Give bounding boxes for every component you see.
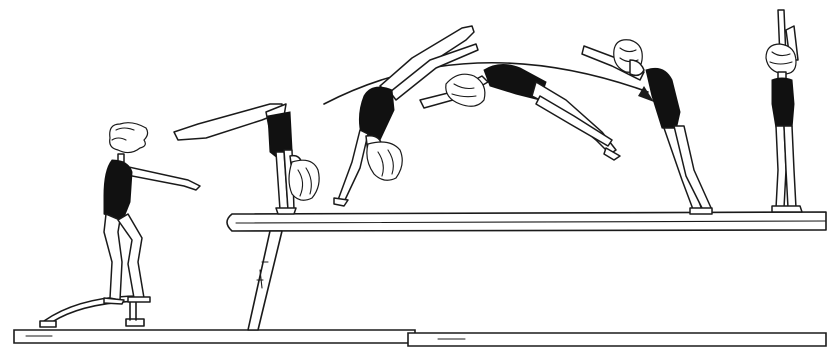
- floor-mats: [14, 330, 826, 346]
- springboard-base-left: [40, 321, 56, 327]
- springboard-base-right: [126, 319, 144, 326]
- beam-support-leg: [248, 231, 282, 330]
- gymnast-frame-finish: [766, 10, 802, 212]
- balance-beam: [227, 212, 826, 330]
- gymnast-frame-handstand: [174, 104, 319, 214]
- gymnast-frame-takeoff: [104, 123, 200, 304]
- gymnast-frame-bridge: [420, 64, 620, 160]
- floor-mat-right: [408, 333, 826, 346]
- floor-mat-left: [14, 330, 415, 343]
- gymnast-frame-landing: [582, 40, 712, 214]
- gymnast-frame-walkover-rising: [334, 26, 478, 206]
